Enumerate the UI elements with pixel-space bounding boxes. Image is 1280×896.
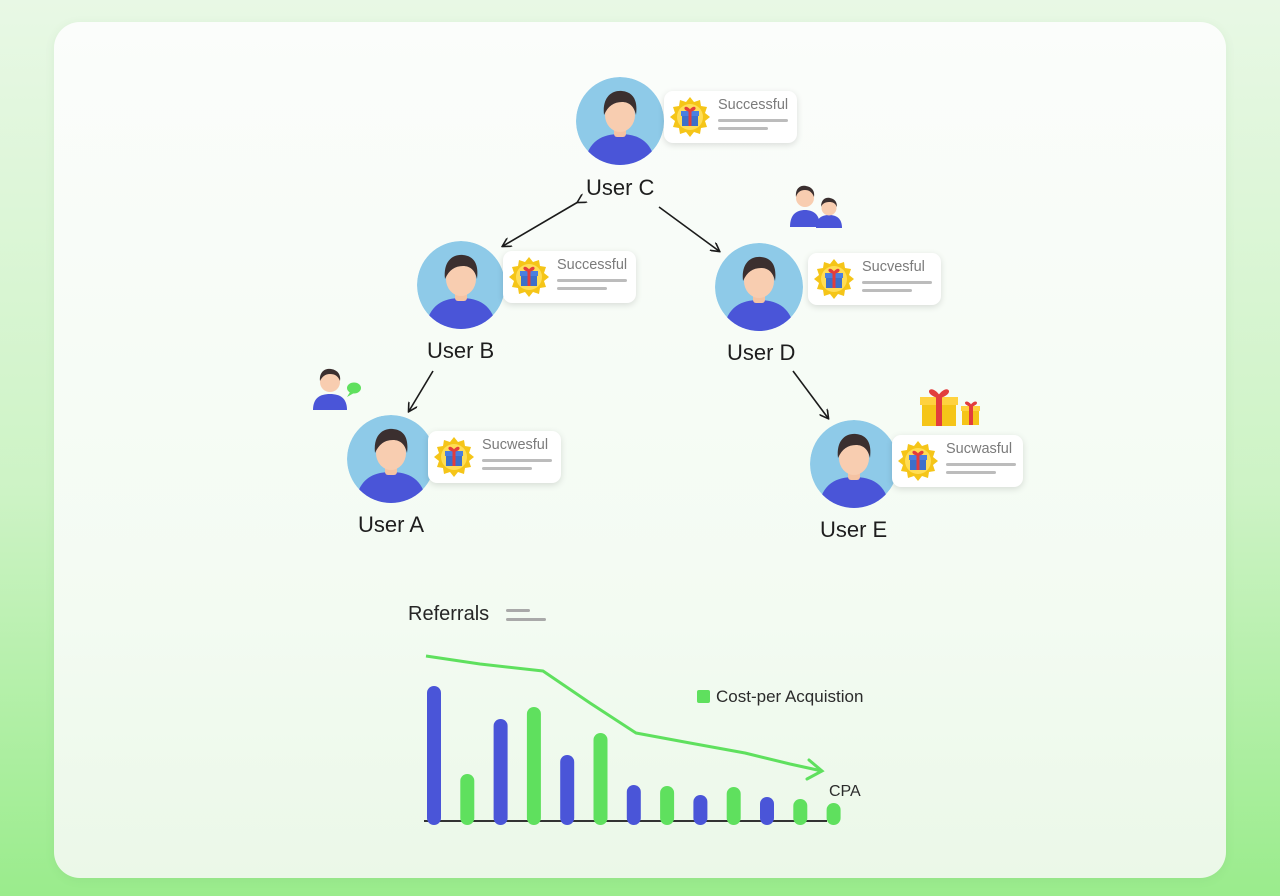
placeholder-line <box>482 459 552 462</box>
user-a-avatar[interactable] <box>347 415 435 503</box>
user-b-status-card: Successful <box>503 251 636 303</box>
user-c-status-card: Successful <box>664 91 797 143</box>
user-d-avatar[interactable] <box>715 243 803 331</box>
arrow-b-a <box>409 370 434 411</box>
user-e-avatar[interactable] <box>810 420 898 508</box>
user-e-status-card: Sucwasful <box>892 435 1023 487</box>
gift-medal-icon <box>670 97 710 137</box>
user-b-label: User B <box>427 338 495 363</box>
legend-swatch <box>697 690 710 703</box>
arrow-c-d <box>658 206 719 251</box>
gift-medal-icon <box>509 257 549 297</box>
placeholder-line <box>862 281 932 284</box>
user-a-status-card: Sucwesful <box>428 431 561 483</box>
user-d-status: Sucvesful <box>862 259 925 275</box>
user-d-label: User D <box>727 340 796 365</box>
user-d-status-card: Sucvesful <box>808 253 941 305</box>
placeholder-line <box>557 279 627 282</box>
placeholder-line <box>482 467 532 470</box>
placeholder-line <box>718 127 768 130</box>
user-a-label: User A <box>358 512 425 537</box>
legend-label: Cost-per Acquistion <box>716 687 864 706</box>
arrow-c-b <box>503 202 578 246</box>
user-c-status: Successful <box>718 97 789 113</box>
user-e-status: Sucwasful <box>946 441 1013 457</box>
placeholder-line <box>718 119 788 122</box>
gift-medal-icon <box>814 259 854 299</box>
placeholder-line <box>946 471 996 474</box>
user-b-status: Successful <box>557 257 628 273</box>
user-e-label: User E <box>820 517 888 542</box>
user-b-avatar[interactable] <box>417 241 505 329</box>
placeholder-line <box>557 287 607 290</box>
cpa-line-label: CPA <box>829 783 861 800</box>
user-c-label: User C <box>586 175 655 200</box>
user-a-status: Sucwesful <box>482 437 549 453</box>
chart-title: Referrals <box>408 603 490 625</box>
gift-medal-icon <box>434 437 474 477</box>
placeholder-line <box>862 289 912 292</box>
gift-medal-icon <box>898 441 938 481</box>
arrow-d-e <box>792 370 828 418</box>
placeholder-line <box>946 463 1016 466</box>
user-c-avatar[interactable] <box>576 77 664 165</box>
